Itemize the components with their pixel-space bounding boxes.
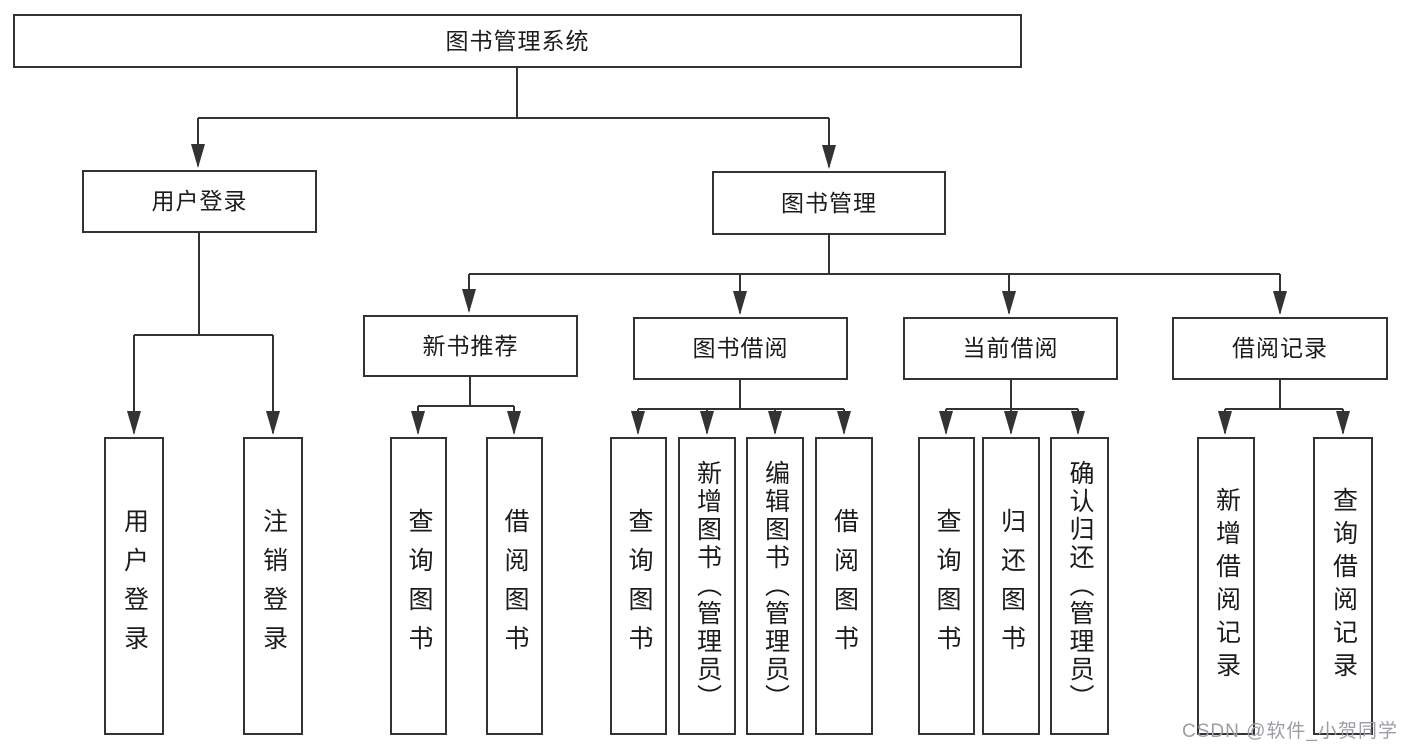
leaf-nbr-query-books: 查询图书 [390, 437, 447, 735]
leaf-logout-login: 注销登录 [243, 437, 303, 735]
node-borrowing-records: 借阅记录 [1172, 317, 1388, 380]
leaf-nbr-borrow-books: 借阅图书 [486, 437, 543, 735]
node-current-borrowing: 当前借阅 [903, 317, 1118, 380]
node-user-login: 用户登录 [82, 170, 317, 233]
leaf-br-add-borrow-record: 新增借阅记录 [1197, 437, 1255, 735]
leaf-br-query-borrow-record: 查询借阅记录 [1313, 437, 1373, 735]
leaf-bb-query-books: 查询图书 [610, 437, 667, 735]
node-root: 图书管理系统 [13, 14, 1022, 68]
node-book-management: 图书管理 [712, 171, 946, 235]
leaf-user-login: 用户登录 [104, 437, 164, 735]
node-book-borrowing: 图书借阅 [633, 317, 848, 380]
node-new-book-recommendation: 新书推荐 [363, 315, 578, 377]
leaf-bb-add-books-admin: 新增图书（管理员） [678, 437, 736, 735]
csdn-watermark: CSDN @软件_小贺同学 [1182, 721, 1398, 742]
leaf-bb-edit-books-admin: 编辑图书（管理员） [746, 437, 804, 735]
tree-branch-lines [134, 68, 1343, 410]
leaf-cb-return-books: 归还图书 [982, 437, 1040, 735]
leaf-cb-query-books: 查询图书 [918, 437, 975, 735]
leaf-cb-confirm-return-admin: 确认归还（管理员） [1050, 437, 1109, 735]
leaf-bb-borrow-books: 借阅图书 [815, 437, 873, 735]
